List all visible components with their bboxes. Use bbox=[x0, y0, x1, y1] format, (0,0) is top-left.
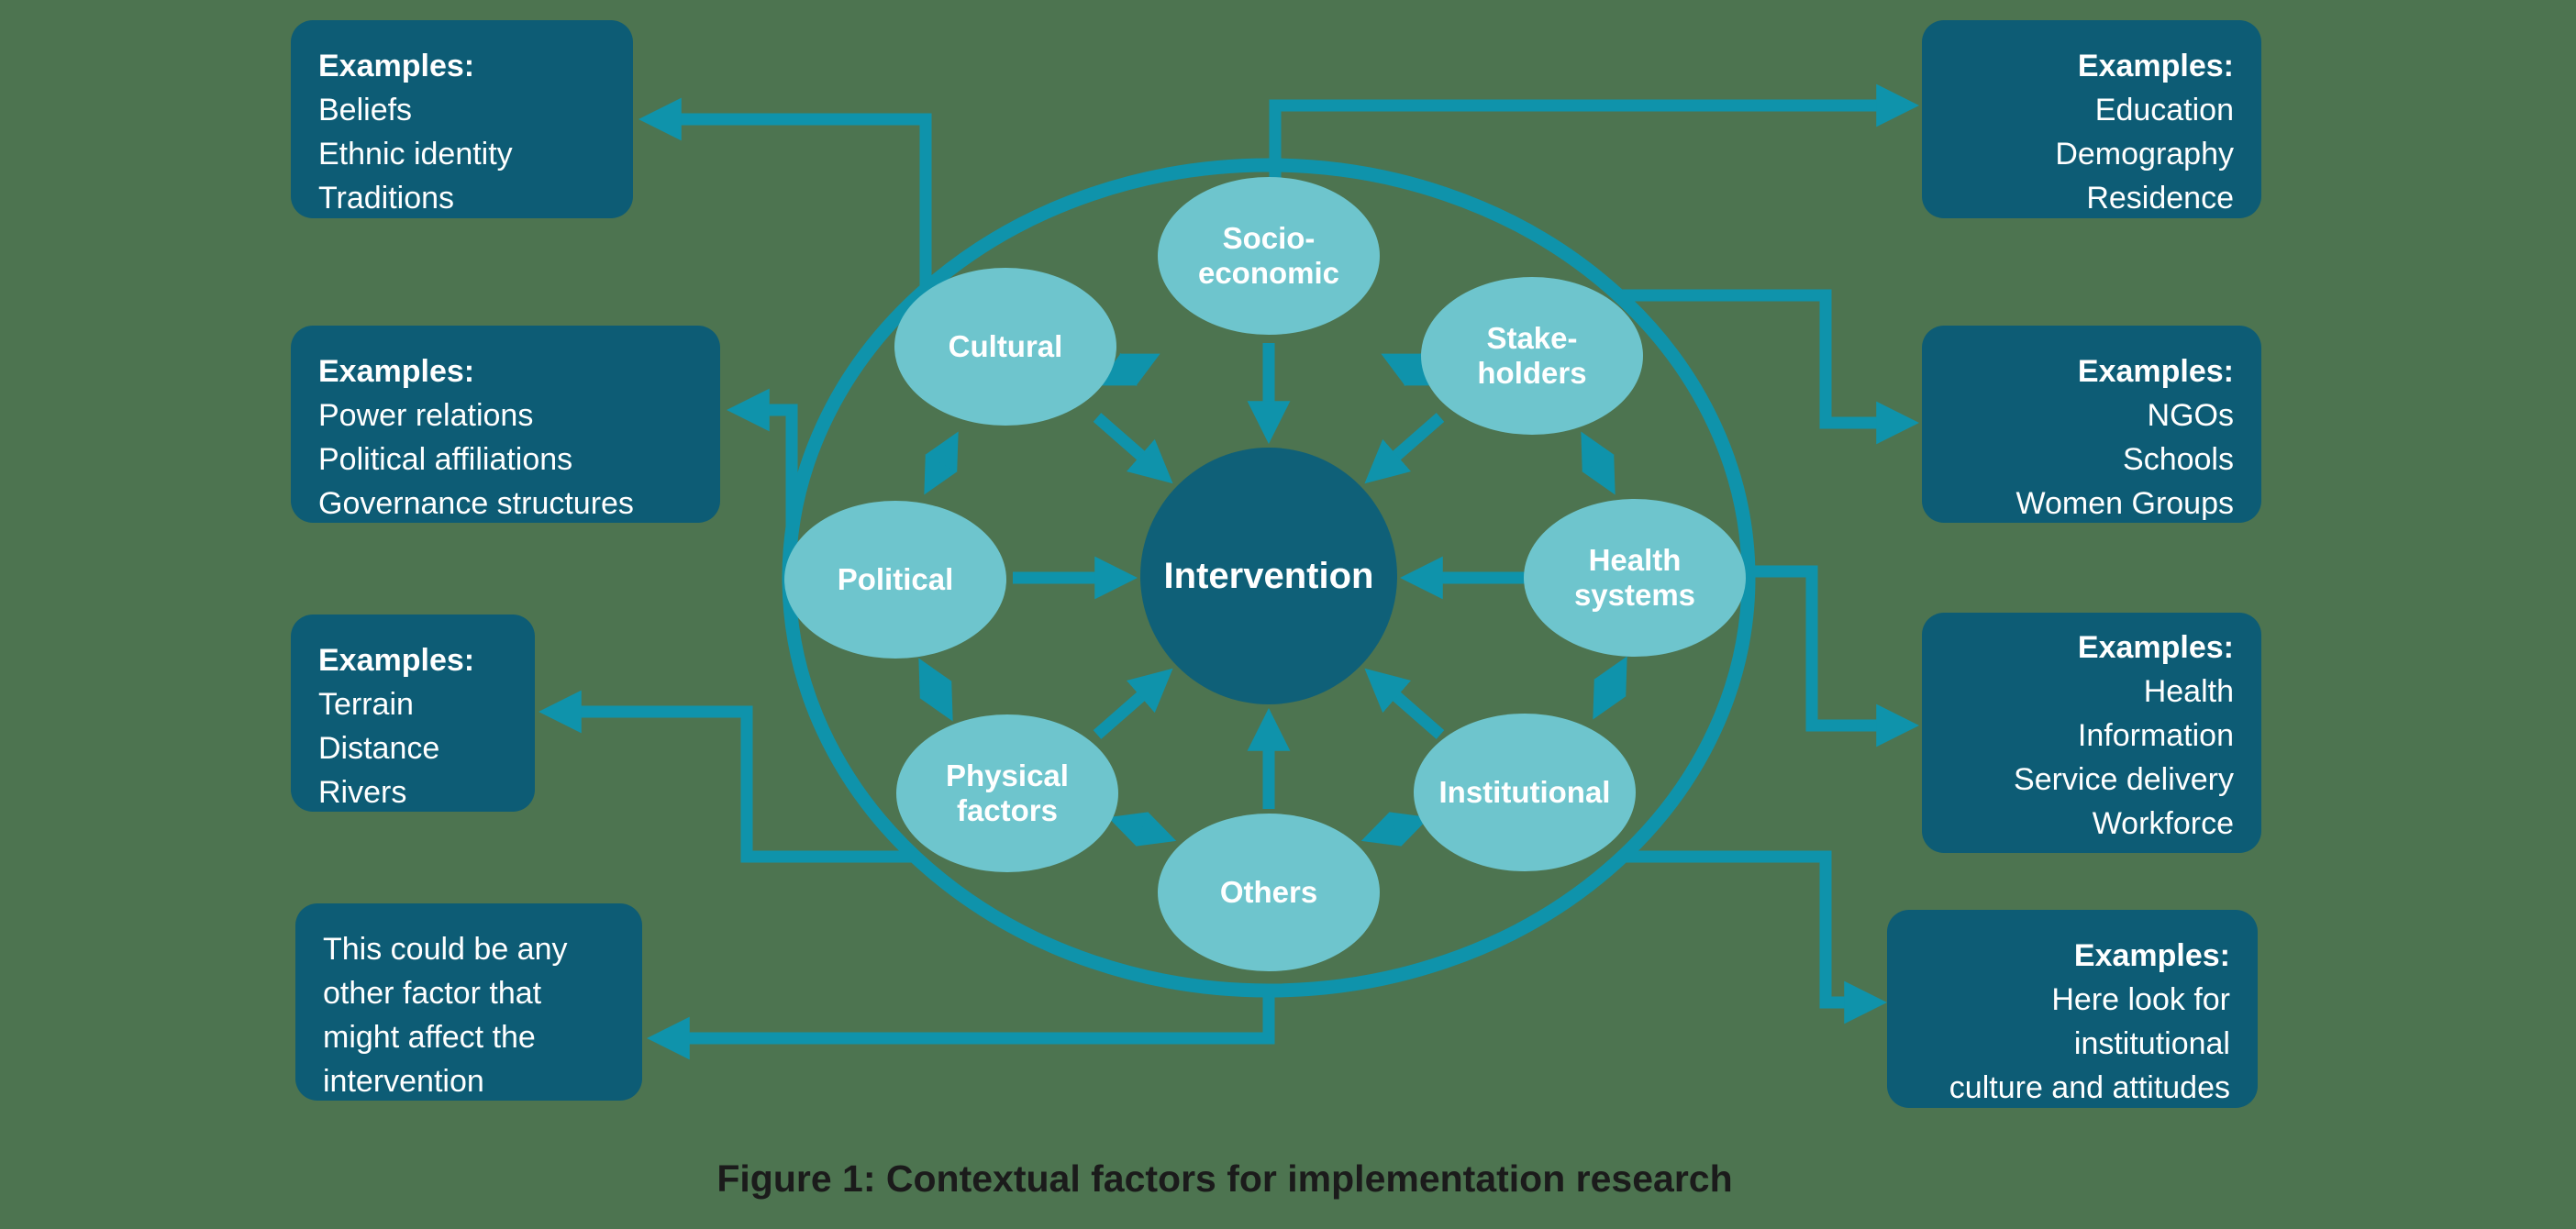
connector-mid-left bbox=[726, 388, 798, 539]
examples-body: NGOs Schools Women Groups bbox=[2015, 398, 2234, 521]
examples-box-top-right: Examples: Education Demography Residence bbox=[1922, 20, 2261, 218]
double-arrow-institutional-others bbox=[1360, 812, 1430, 847]
examples-heading: Examples: bbox=[318, 643, 475, 678]
examples-heading: Examples: bbox=[318, 49, 475, 83]
examples-heading: Examples: bbox=[2077, 49, 2234, 83]
connector-bottom-right bbox=[1620, 850, 1888, 1024]
note-box-bottom-left: This could be any other factor that migh… bbox=[295, 903, 642, 1101]
double-arrow-political-cultural bbox=[924, 431, 959, 495]
connector-top-right bbox=[1269, 83, 1920, 180]
figure-caption: Figure 1: Contextual factors for impleme… bbox=[716, 1157, 1733, 1200]
connector-mid-right bbox=[1618, 289, 1920, 445]
examples-box-mid-left: Examples: Power relations Political affi… bbox=[291, 326, 720, 523]
double-arrow-cultural-socio bbox=[1096, 352, 1160, 387]
examples-box-mid-right: Examples: NGOs Schools Women Groups bbox=[1922, 326, 2261, 523]
factor-ellipse-physical-factors: Physical factors bbox=[896, 714, 1118, 872]
connector-bottom-left bbox=[646, 989, 1275, 1060]
examples-body: Health Information Service delivery Work… bbox=[2014, 674, 2234, 841]
connector-lower-right bbox=[1746, 565, 1920, 747]
connector-lower-left bbox=[538, 690, 917, 863]
intervention-label: Intervention bbox=[1163, 555, 1374, 596]
examples-heading: Examples: bbox=[2073, 938, 2230, 973]
examples-body: Power relations Political affiliations G… bbox=[318, 398, 634, 521]
connector-top-left bbox=[638, 97, 932, 290]
examples-body: Education Demography Residence bbox=[2055, 93, 2234, 216]
intervention-circle: Intervention bbox=[1140, 448, 1397, 704]
factor-ellipse-institutional: Institutional bbox=[1414, 714, 1636, 871]
examples-body: Beliefs Ethnic identity Traditions bbox=[318, 93, 513, 216]
double-arrow-others-physical bbox=[1107, 812, 1177, 847]
note-body: This could be any other factor that migh… bbox=[323, 932, 568, 1099]
double-arrow-stakeholders-health bbox=[1581, 431, 1616, 495]
examples-heading: Examples: bbox=[2077, 354, 2234, 389]
factor-ellipse-others: Others bbox=[1158, 814, 1380, 971]
examples-body: Here look for institutional culture and … bbox=[1949, 982, 2230, 1105]
double-arrow-physical-political bbox=[918, 658, 953, 722]
factor-ellipse-political: Political bbox=[784, 501, 1006, 659]
arrow-physical-factors-to-center bbox=[1093, 668, 1173, 739]
factor-ellipse-health-systems: Health systems bbox=[1524, 499, 1746, 657]
arrow-institutional-to-center bbox=[1364, 668, 1445, 739]
examples-box-lower-left: Examples: Terrain Distance Rivers bbox=[291, 614, 535, 812]
examples-box-bottom-right: Examples: Here look for institutional cu… bbox=[1887, 910, 2258, 1108]
factor-ellipse-stakeholders: Stake- holders bbox=[1421, 277, 1643, 435]
factor-ellipse-socio-economic: Socio- economic bbox=[1158, 177, 1380, 335]
arrow-stakeholders-to-center bbox=[1364, 413, 1445, 484]
examples-heading: Examples: bbox=[318, 354, 475, 389]
double-arrow-health-institutional bbox=[1593, 656, 1627, 720]
arrow-cultural-to-center bbox=[1093, 413, 1173, 484]
examples-body: Terrain Distance Rivers bbox=[318, 687, 440, 810]
examples-box-top-left: Examples: Beliefs Ethnic identity Tradit… bbox=[291, 20, 633, 218]
examples-box-lower-right: Examples: Health Information Service del… bbox=[1922, 613, 2261, 853]
examples-heading: Examples: bbox=[2077, 630, 2234, 665]
factor-ellipse-cultural: Cultural bbox=[894, 268, 1116, 426]
